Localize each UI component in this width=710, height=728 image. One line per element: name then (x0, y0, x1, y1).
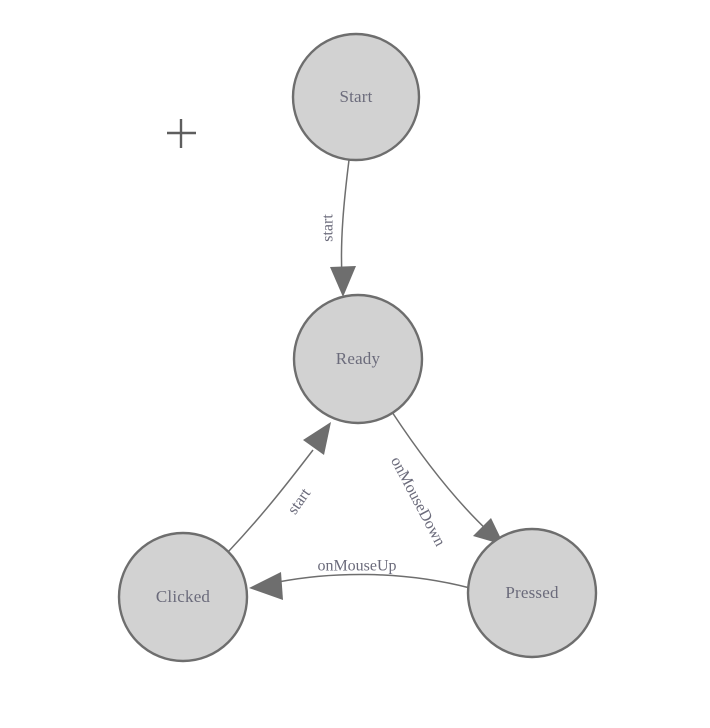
edge-path-start-to-ready (340, 159, 350, 278)
node-ready-label: Ready (336, 349, 381, 368)
node-pressed-label: Pressed (505, 583, 559, 602)
edge-label-clicked-to-ready: start (284, 485, 314, 518)
node-pressed-circle (466, 527, 598, 659)
edge-path-pressed-to-clicked (277, 573, 471, 589)
edge-label-ready-to-pressed: onMouseDown (387, 454, 448, 549)
edge-label-pressed-to-clicked: onMouseUp (317, 558, 396, 575)
edge-arrowhead-ready-to-pressed (473, 518, 504, 545)
node-ready[interactable]: Ready (292, 293, 424, 425)
node-start[interactable]: Start (291, 32, 421, 162)
edge-start-to-ready[interactable]: start (320, 159, 356, 297)
edge-pressed-to-clicked[interactable]: onMouseUp (249, 558, 471, 600)
edge-path-ready-to-pressed (391, 411, 490, 533)
edge-path-clicked-to-ready (227, 449, 314, 553)
node-clicked-label: Clicked (156, 587, 211, 606)
edge-clicked-to-ready[interactable]: start (227, 422, 331, 553)
edge-arrowhead-clicked-to-ready (303, 422, 331, 455)
node-start-circle (291, 32, 421, 162)
edge-ready-to-pressed[interactable]: onMouseDown (387, 411, 504, 549)
node-clicked-circle (117, 531, 249, 663)
node-clicked[interactable]: Clicked (117, 531, 249, 663)
node-pressed[interactable]: Pressed (466, 527, 598, 659)
crosshair-marker[interactable] (167, 119, 196, 148)
node-ready-circle (292, 293, 424, 425)
edge-arrowhead-pressed-to-clicked (249, 572, 283, 600)
edge-label-start-to-ready: start (320, 214, 337, 242)
edge-arrowhead-start-to-ready (330, 266, 356, 297)
node-start-label: Start (339, 87, 372, 106)
